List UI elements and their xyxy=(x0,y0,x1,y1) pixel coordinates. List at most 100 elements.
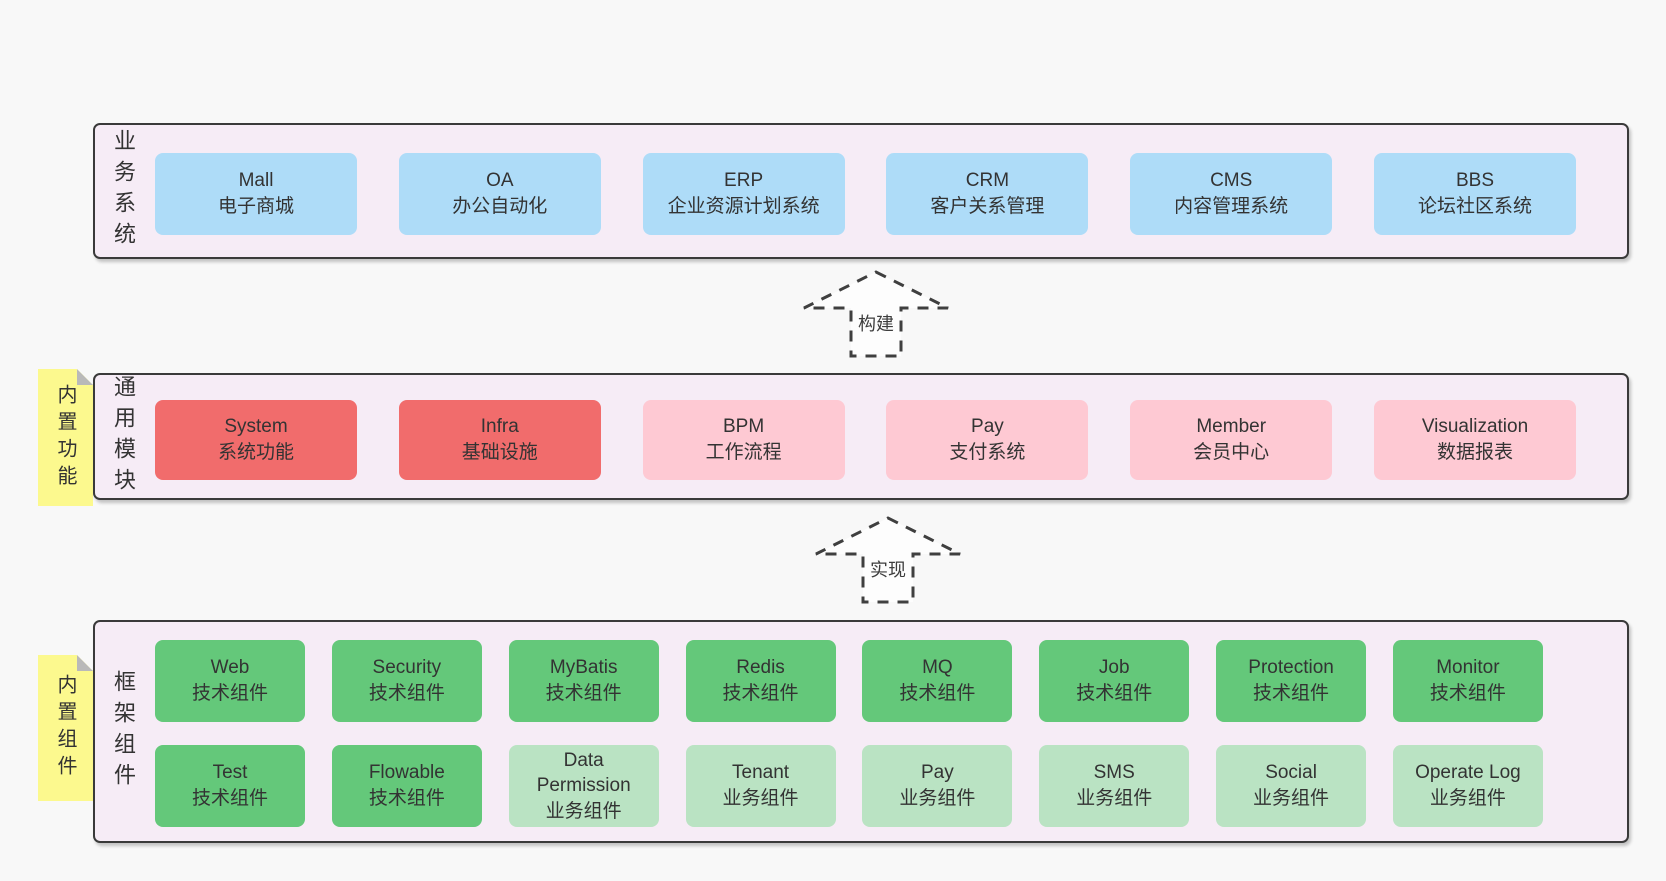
box-flowable: Flowable 技术组件 xyxy=(331,745,482,827)
box-desc: 技术组件 xyxy=(722,683,799,704)
box-desc: 技术组件 xyxy=(1253,683,1330,704)
box-name: Visualization xyxy=(1421,416,1529,438)
box-crm: CRM 客户关系管理 xyxy=(886,153,1089,235)
box-desc: 业务组件 xyxy=(899,788,976,809)
box-desc: 电子商城 xyxy=(217,196,294,217)
box-mq: MQ 技术组件 xyxy=(862,640,1013,722)
build-arrow-label: 构建 xyxy=(856,310,896,336)
box-desc: 会员中心 xyxy=(1193,442,1270,463)
box-desc: 技术组件 xyxy=(1076,683,1153,704)
box-security: Security 技术组件 xyxy=(331,640,482,722)
box-name: Member xyxy=(1196,416,1267,438)
box-name: ERP xyxy=(724,170,764,192)
box-name: Flowable xyxy=(368,762,445,784)
box-member: Member 会员中心 xyxy=(1130,400,1333,480)
business-systems-container: 业务系统 Mall 电子商城 OA 办公自动化 ERP 企业资源计划系统 CRM… xyxy=(93,123,1629,259)
box-desc: 工作流程 xyxy=(705,442,782,463)
box-web: Web 技术组件 xyxy=(155,640,305,722)
box-desc: 技术组件 xyxy=(368,683,445,704)
box-name: BBS xyxy=(1455,170,1494,192)
box-name: Test xyxy=(212,762,248,784)
box-redis: Redis 技术组件 xyxy=(685,640,836,722)
box-desc: 业务组件 xyxy=(722,788,799,809)
box-system: System 系统功能 xyxy=(155,400,357,480)
box-name: Pay xyxy=(971,416,1004,438)
box-name: Protection xyxy=(1248,657,1334,679)
box-name: SMS xyxy=(1093,762,1135,784)
implement-arrow-label: 实现 xyxy=(868,556,908,582)
box-name: BPM xyxy=(723,416,765,438)
box-desc: 业务组件 xyxy=(1253,788,1330,809)
box-sms: SMS 业务组件 xyxy=(1039,745,1190,827)
box-infra: Infra 基础设施 xyxy=(398,400,601,480)
box-desc: 业务组件 xyxy=(1429,788,1506,809)
box-name: CRM xyxy=(965,170,1010,192)
box-cms: CMS 内容管理系统 xyxy=(1130,153,1333,235)
box-pay: Pay 支付系统 xyxy=(886,400,1089,480)
box-name: Monitor xyxy=(1436,657,1500,679)
box-name: System xyxy=(224,416,288,438)
box-name: CMS xyxy=(1210,170,1253,192)
common-modules-label: 通用模块 xyxy=(111,374,136,499)
builtin-components-note-text: 内置组件 xyxy=(54,674,76,782)
box-desc: 论坛社区系统 xyxy=(1417,196,1532,217)
box-desc: 业务组件 xyxy=(545,800,622,822)
builtin-features-note-text: 内置功能 xyxy=(54,383,76,492)
box-mall: Mall 电子商城 xyxy=(155,153,357,235)
box-desc: 技术组件 xyxy=(899,683,976,704)
box-pay-biz: Pay 业务组件 xyxy=(862,745,1013,827)
box-desc: 技术组件 xyxy=(191,788,268,809)
box-name: Job xyxy=(1098,657,1130,679)
implement-arrow: 实现 xyxy=(812,514,964,606)
box-name: Web xyxy=(210,657,250,679)
box-desc: 企业资源计划系统 xyxy=(667,196,820,217)
box-tenant: Tenant 业务组件 xyxy=(685,745,836,827)
box-job: Job 技术组件 xyxy=(1039,640,1190,722)
box-name: MyBatis xyxy=(549,657,618,679)
box-protection: Protection 技术组件 xyxy=(1216,640,1367,722)
business-systems-row: Mall 电子商城 OA 办公自动化 ERP 企业资源计划系统 CRM 客户关系… xyxy=(155,153,1576,235)
build-arrow: 构建 xyxy=(800,268,952,360)
builtin-components-note: 内置组件 xyxy=(38,655,93,801)
box-monitor: Monitor 技术组件 xyxy=(1392,640,1543,722)
framework-components-label: 框架组件 xyxy=(111,669,136,794)
box-desc: 客户关系管理 xyxy=(930,196,1045,217)
box-desc: 技术组件 xyxy=(191,683,268,704)
box-desc: 内容管理系统 xyxy=(1174,196,1289,217)
box-desc: 办公自动化 xyxy=(452,196,548,217)
box-test: Test 技术组件 xyxy=(155,745,305,827)
box-data-permission: Data Permission 业务组件 xyxy=(508,745,659,827)
box-name: Pay xyxy=(921,762,954,784)
common-modules-container: 通用模块 System 系统功能 Infra 基础设施 BPM 工作流程 Pay… xyxy=(93,373,1629,500)
box-desc: 技术组件 xyxy=(368,788,445,809)
box-visualization: Visualization 数据报表 xyxy=(1373,400,1576,480)
box-erp: ERP 企业资源计划系统 xyxy=(642,153,845,235)
box-oa: OA 办公自动化 xyxy=(398,153,601,235)
framework-row-1: Web 技术组件 Security 技术组件 MyBatis 技术组件 Redi… xyxy=(155,640,1543,722)
box-desc: 业务组件 xyxy=(1076,788,1153,809)
box-name: MQ xyxy=(922,657,953,679)
framework-row-2: Test 技术组件 Flowable 技术组件 Data Permission … xyxy=(155,745,1543,827)
box-desc: 技术组件 xyxy=(1429,683,1506,704)
framework-components-container: 框架组件 Web 技术组件 Security 技术组件 MyBatis 技术组件… xyxy=(93,620,1629,843)
box-name: Redis xyxy=(736,657,785,679)
box-name: Tenant xyxy=(732,762,790,784)
box-name: Data Permission xyxy=(536,749,631,797)
box-name: Operate Log xyxy=(1415,762,1521,784)
box-name: Mall xyxy=(238,170,274,192)
box-bpm: BPM 工作流程 xyxy=(642,400,845,480)
box-desc: 数据报表 xyxy=(1436,442,1513,463)
business-systems-label: 业务系统 xyxy=(111,129,136,253)
box-bbs: BBS 论坛社区系统 xyxy=(1373,153,1576,235)
box-desc: 支付系统 xyxy=(949,442,1026,463)
box-desc: 系统功能 xyxy=(217,442,294,463)
common-modules-row: System 系统功能 Infra 基础设施 BPM 工作流程 Pay 支付系统… xyxy=(155,400,1576,480)
box-operate-log: Operate Log 业务组件 xyxy=(1392,745,1543,827)
box-desc: 基础设施 xyxy=(461,442,538,463)
box-name: Security xyxy=(372,657,442,679)
box-name: OA xyxy=(486,170,514,192)
builtin-features-note: 内置功能 xyxy=(38,369,93,506)
box-desc: 技术组件 xyxy=(545,683,622,704)
box-name: Infra xyxy=(480,416,519,438)
